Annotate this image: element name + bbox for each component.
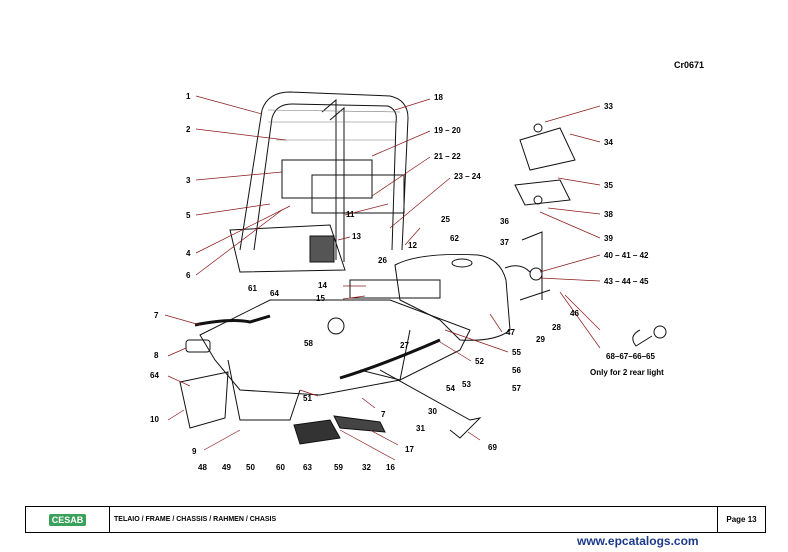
callout-label: 15 [316, 294, 325, 303]
page-number: Page 13 [717, 507, 765, 532]
callout-label: 31 [416, 424, 425, 433]
callout-label: 25 [441, 215, 450, 224]
callout-label: 6 [186, 271, 191, 280]
callout-label: 48 [198, 463, 207, 472]
callout-label: 29 [536, 335, 545, 344]
callout-label: 46 [570, 309, 579, 318]
callout-label: 8 [154, 351, 159, 360]
callout-label: 61 [248, 284, 257, 293]
callout-label: 68–67–66–65 [606, 352, 655, 361]
section-title: TELAIO / FRAME / CHASSIS / RAHMEN / CHAS… [114, 516, 277, 523]
callout-label: 1 [186, 92, 191, 101]
callout-numbers: 1 2 3 5 4 6 61 64 18 19 – 20 21 – 22 23 … [150, 92, 664, 472]
logo-text: CESAB [48, 513, 87, 526]
callout-label: 5 [186, 211, 191, 220]
callout-label: 12 [408, 241, 417, 250]
callout-label: 55 [512, 348, 521, 357]
callout-label: 34 [604, 138, 613, 147]
callout-label: 18 [434, 93, 443, 102]
watermark-link[interactable]: www.epcatalogs.com [577, 534, 699, 548]
callout-label: 50 [246, 463, 255, 472]
callout-label: 47 [506, 328, 515, 337]
callout-label: 59 [334, 463, 343, 472]
callout-label: 2 [186, 125, 191, 134]
callout-label: 9 [192, 447, 197, 456]
callout-label: 23 – 24 [454, 172, 481, 181]
callout-label: 13 [352, 232, 361, 241]
callout-label: 62 [450, 234, 459, 243]
roll-bar-frame [229, 91, 409, 273]
drawing-code: Cr0671 [674, 60, 705, 70]
callout-label: 53 [462, 380, 471, 389]
callout-label: 64 [150, 371, 159, 380]
callout-label: 4 [186, 249, 191, 258]
callout-label: 51 [303, 394, 312, 403]
callout-label: 40 – 41 – 42 [604, 251, 649, 260]
callout-label: 17 [405, 445, 414, 454]
callout-label: 16 [386, 463, 395, 472]
callout-label: 10 [150, 415, 159, 424]
callout-label: 64 [270, 289, 279, 298]
callout-label: 58 [304, 339, 313, 348]
callout-label: 35 [604, 181, 613, 190]
callout-label: 28 [552, 323, 561, 332]
callout-label: 19 – 20 [434, 126, 461, 135]
callout-label: 3 [186, 176, 191, 185]
callout-label: 49 [222, 463, 231, 472]
callout-label: 52 [475, 357, 484, 366]
hood-cover [349, 253, 511, 341]
callout-label: 57 [512, 384, 521, 393]
cesab-logo: CESAB [26, 507, 110, 532]
callout-label: 43 – 44 – 45 [604, 277, 649, 286]
callout-label: 56 [512, 366, 521, 375]
leader-lines [164, 95, 601, 461]
rear-light-note: Only for 2 rear light [590, 368, 664, 377]
callout-label: 63 [303, 463, 312, 472]
callout-label: 60 [276, 463, 285, 472]
callout-label: 32 [362, 463, 371, 472]
callout-label: 39 [604, 234, 613, 243]
callout-label: 54 [446, 384, 455, 393]
main-chassis [179, 123, 667, 445]
callout-label: 26 [378, 256, 387, 265]
exploded-parts-diagram: 1 2 3 5 4 6 61 64 18 19 – 20 21 – 22 23 … [150, 91, 667, 472]
callout-label: 21 – 22 [434, 152, 461, 161]
callout-label: 30 [428, 407, 437, 416]
callout-label: 37 [500, 238, 509, 247]
callout-label: 38 [604, 210, 613, 219]
callout-label: 33 [604, 102, 613, 111]
callout-label: 7 [381, 410, 386, 419]
callout-label: 14 [318, 281, 327, 290]
callout-label: 69 [488, 443, 497, 452]
callout-label: 27 [400, 341, 409, 350]
callout-label: 7 [154, 311, 159, 320]
callout-label: 11 [346, 210, 355, 219]
callout-label: 36 [500, 217, 509, 226]
footer-bar: CESAB TELAIO / FRAME / CHASSIS / RAHMEN … [25, 506, 766, 533]
